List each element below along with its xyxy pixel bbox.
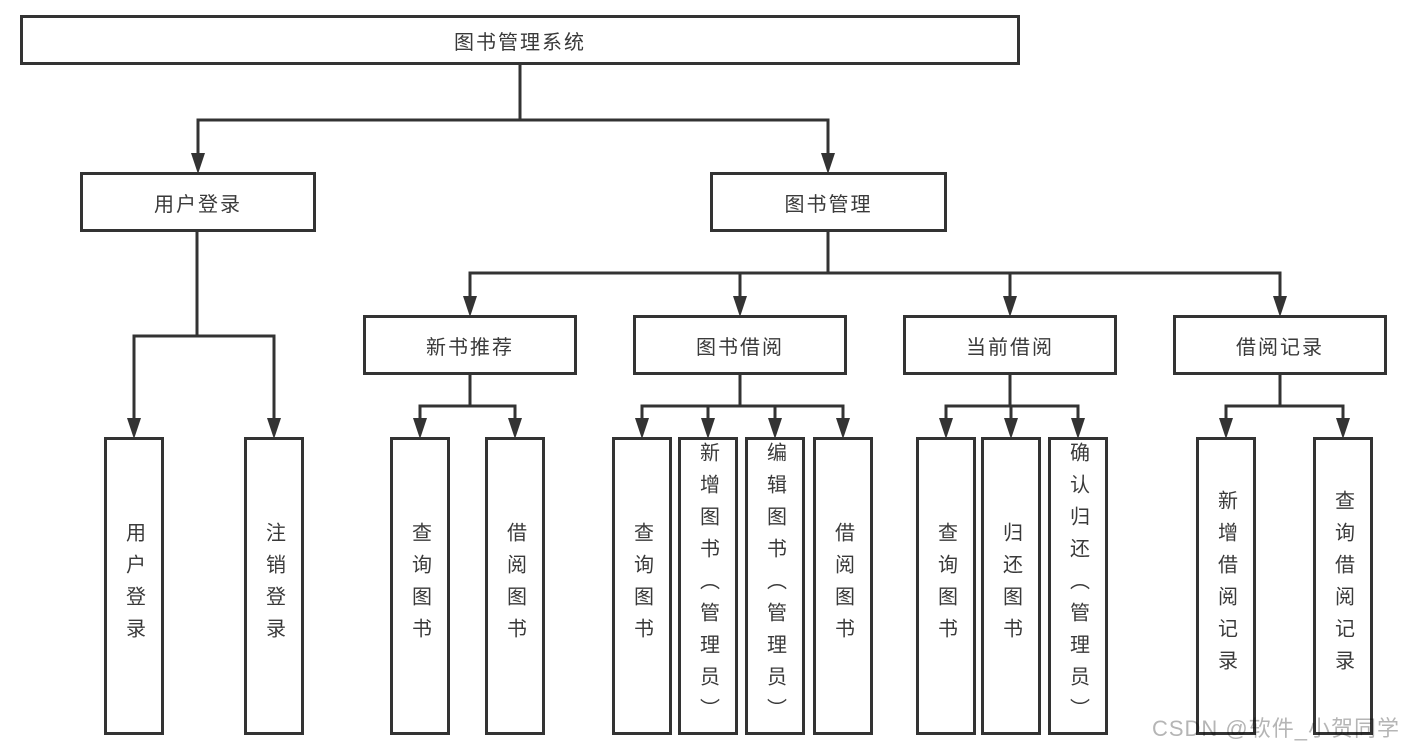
leaf-query-books-recommend: 查询图书	[390, 437, 450, 735]
node-current-borrow: 当前借阅	[903, 315, 1117, 375]
node-borrow-records: 借阅记录	[1173, 315, 1387, 375]
node-new-book-recommend: 新书推荐	[363, 315, 577, 375]
node-book-borrow: 图书借阅	[633, 315, 847, 375]
node-user-login: 用户登录	[80, 172, 316, 232]
connector-root-to-level2	[191, 63, 835, 174]
csdn-watermark: CSDN @软件_小贺同学	[1151, 716, 1400, 741]
leaf-query-borrow-record: 查询借阅记录	[1313, 437, 1373, 735]
leaf-edit-books-admin: 编辑图书（管理员）	[745, 437, 805, 735]
leaf-confirm-return-admin: 确认归还（管理员）	[1048, 437, 1108, 735]
leaf-return-books: 归还图书	[981, 437, 1041, 735]
leaf-logout: 注销登录	[244, 437, 304, 735]
connector-book-borrow-to-leaves	[635, 373, 850, 439]
leaf-borrow-books-recommend: 借阅图书	[485, 437, 545, 735]
leaf-query-books-borrow: 查询图书	[612, 437, 672, 735]
connector-current-borrow-to-leaves	[939, 373, 1085, 439]
leaf-add-books-admin: 新增图书（管理员）	[678, 437, 738, 735]
connector-borrow-records-to-leaves	[1219, 373, 1350, 439]
leaf-add-borrow-record: 新增借阅记录	[1196, 437, 1256, 735]
node-book-management: 图书管理	[710, 172, 947, 232]
leaf-borrow-books: 借阅图书	[813, 437, 873, 735]
connector-user-login-to-leaves	[127, 230, 281, 439]
connector-book-management-to-level3	[463, 230, 1287, 317]
leaf-query-books-current: 查询图书	[916, 437, 976, 735]
leaf-user-login: 用户登录	[104, 437, 164, 735]
node-system-root: 图书管理系统	[20, 15, 1020, 65]
connector-new-book-recommend-to-leaves	[413, 373, 522, 439]
